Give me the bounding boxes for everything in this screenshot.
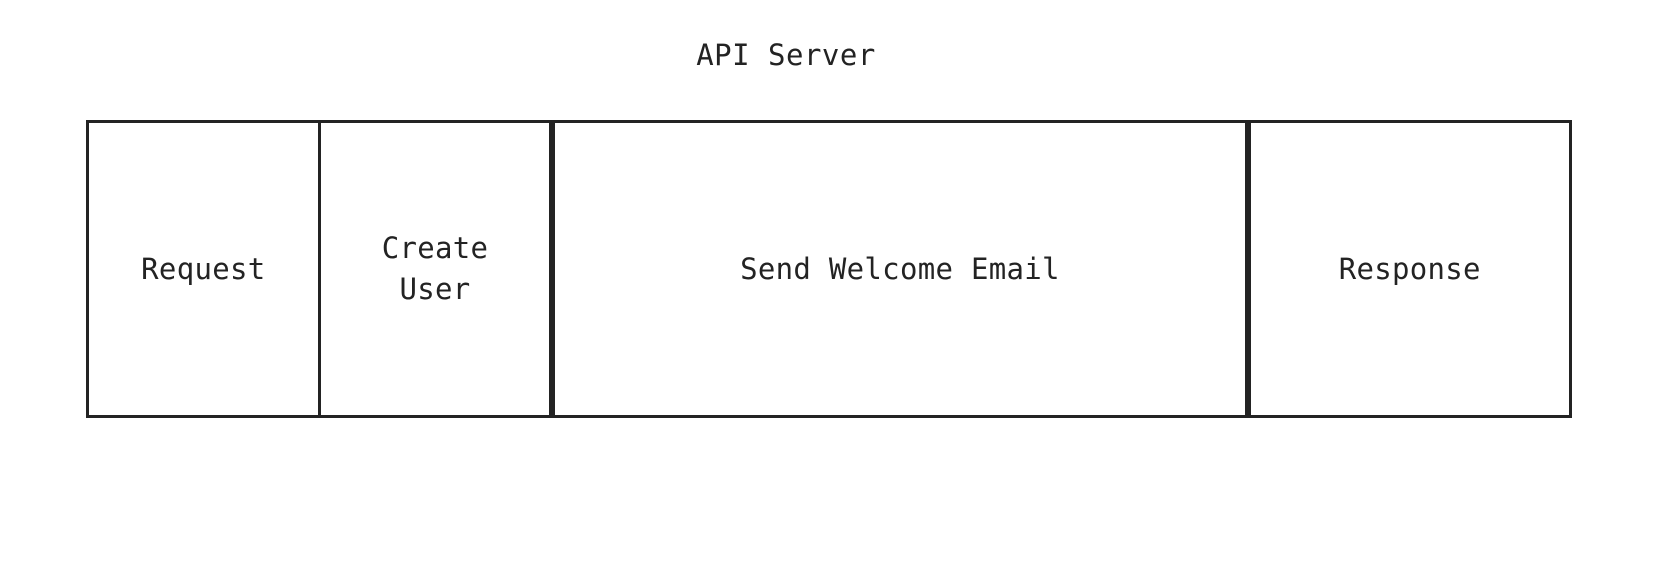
diagram-title: API Server bbox=[696, 38, 876, 72]
span-segment-create-user[interactable]: Create User bbox=[317, 123, 550, 415]
span-segment-label: Send Welcome Email bbox=[740, 251, 1060, 286]
span-segment-response[interactable]: Response bbox=[1244, 123, 1569, 415]
span-segment-label: Request bbox=[141, 251, 266, 286]
span-segment-send-welcome-email[interactable]: Send Welcome Email bbox=[549, 123, 1245, 415]
span-segment-label: Create User bbox=[381, 231, 489, 306]
span-segment-request[interactable]: Request bbox=[89, 123, 318, 415]
span-segment-label: Response bbox=[1338, 251, 1481, 286]
span-bar: Request Create User Send Welcome Email Resp… bbox=[86, 120, 1572, 418]
